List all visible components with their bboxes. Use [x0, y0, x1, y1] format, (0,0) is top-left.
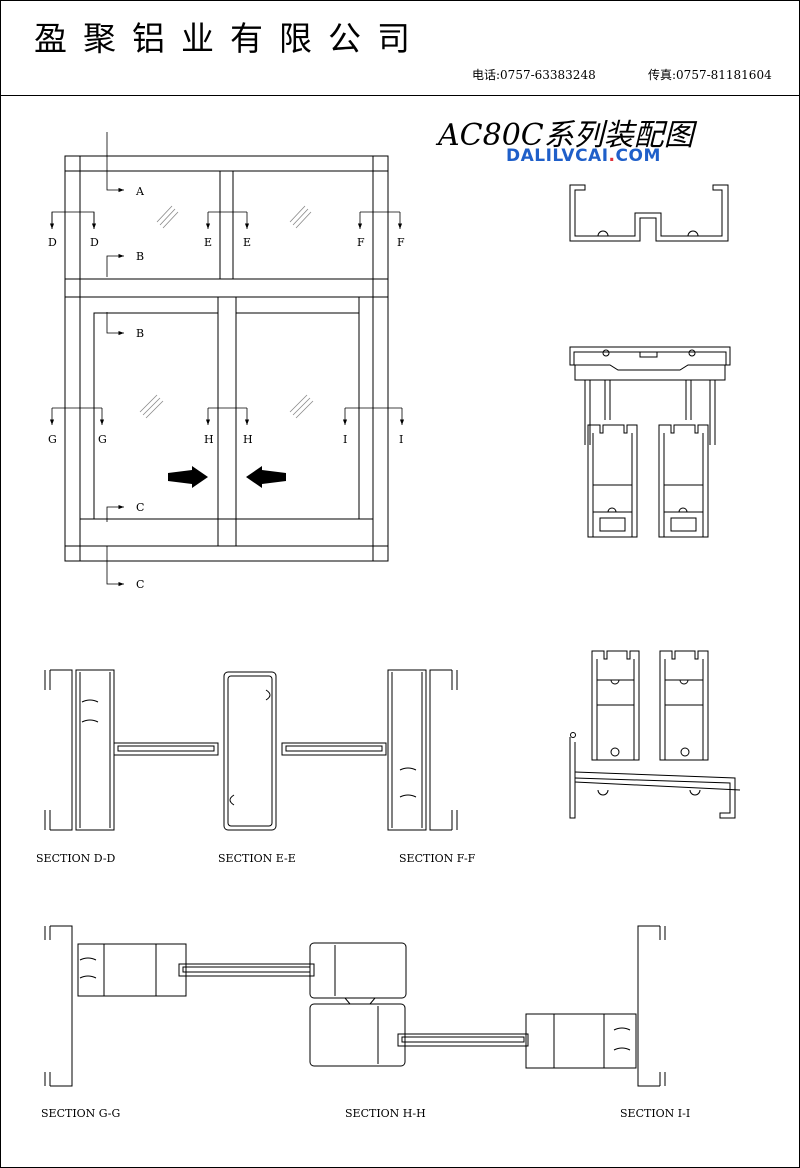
profile-section-c	[569, 650, 741, 819]
inner-frame	[79, 170, 374, 547]
transom	[64, 278, 389, 298]
caption-section-dd: SECTION D-D	[36, 852, 116, 865]
watermark-prefix: DALILVCAI	[506, 146, 609, 166]
sash-left-glass	[93, 312, 219, 520]
section-captions: SECTION D-D SECTION E-E SECTION F-F SECT…	[36, 852, 690, 1120]
caption-section-ff: SECTION F-F	[399, 852, 476, 865]
watermark-suffix: COM	[615, 146, 661, 166]
marker-a: A	[135, 185, 145, 198]
profile-section-hh	[309, 942, 529, 1067]
marker-f-left: F	[357, 236, 365, 249]
marker-h-right: H	[243, 433, 253, 446]
section-marker-lines	[49, 132, 405, 587]
watermark-logo: DALILVCAI.COM	[506, 146, 661, 166]
profile-section-b	[569, 346, 731, 538]
watermark-dot: .	[608, 146, 616, 166]
marker-i-right: I	[399, 433, 403, 446]
upper-pane-left	[79, 170, 221, 280]
marker-f-right: F	[397, 236, 405, 249]
glass-hatch	[139, 205, 314, 419]
meeting-stile	[217, 296, 237, 547]
marker-d-left: D	[48, 236, 57, 249]
sash-left	[79, 296, 219, 547]
profile-section-ee	[223, 671, 387, 831]
drawing-title: AC80C系列装配图	[438, 118, 694, 153]
upper-pane-right	[232, 170, 374, 280]
header: 盈聚铝业有限公司 电话:0757-63383248 传真:0757-811816…	[0, 0, 800, 96]
company-name: 盈聚铝业有限公司	[34, 19, 426, 58]
profile-section-ff	[387, 669, 458, 831]
marker-b-lower: B	[136, 327, 144, 340]
slide-arrow-right-icon	[168, 466, 208, 488]
marker-g-left: G	[48, 433, 57, 446]
marker-b-upper: B	[136, 250, 144, 263]
profile-section-dd	[44, 669, 219, 831]
marker-c-upper: C	[136, 501, 144, 514]
profile-section-a	[569, 184, 729, 242]
marker-e-right: E	[243, 236, 251, 249]
marker-c-lower: C	[136, 578, 144, 591]
caption-section-gg: SECTION G-G	[41, 1107, 120, 1120]
caption-section-ee: SECTION E-E	[218, 852, 296, 865]
profile-section-gg	[44, 925, 315, 1087]
fax-number: 传真:0757-81181604	[648, 68, 772, 82]
marker-h-left: H	[204, 433, 214, 446]
section-marker-labels: A B B C C D D E E F F G G H H I I	[48, 185, 405, 591]
marker-i-left: I	[343, 433, 347, 446]
marker-d-right: D	[90, 236, 99, 249]
outer-frame	[64, 155, 389, 562]
marker-e-left: E	[204, 236, 212, 249]
slide-arrow-left-icon	[246, 466, 286, 488]
window-elevation: A B B C C D D E E F F G G H H I I	[48, 132, 405, 591]
caption-section-hh: SECTION H-H	[345, 1107, 426, 1120]
sash-right	[235, 296, 374, 547]
caption-section-ii: SECTION I-I	[620, 1107, 690, 1120]
profile-section-ii	[525, 925, 666, 1087]
phone-number: 电话:0757-63383248	[472, 68, 596, 82]
marker-g-right: G	[98, 433, 107, 446]
